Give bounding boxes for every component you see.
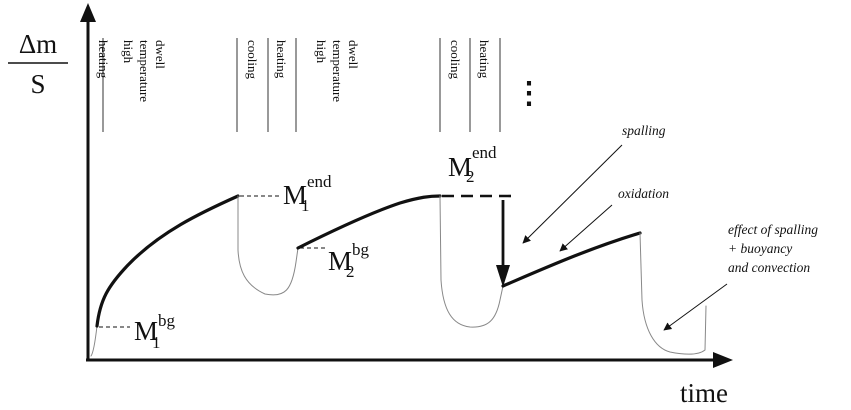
axes — [80, 3, 733, 368]
phase-label-cooling-2: cooling — [448, 40, 463, 79]
oxidation-pointer — [559, 204, 613, 252]
phase-label-heating-3: heating — [477, 40, 492, 79]
y-axis-arrowhead — [80, 3, 96, 22]
ellipsis-vertical: ⋮ — [514, 77, 544, 110]
effect-pointer — [663, 283, 728, 331]
phase-label-dwell-1: high temperature dwell — [121, 40, 168, 105]
reference-lines — [99, 194, 518, 328]
curve-dwell-1 — [95, 194, 240, 328]
curve-heating-1 — [90, 325, 98, 357]
y-axis-label: Δm S — [8, 29, 68, 99]
spalling-drop-arrow — [496, 200, 510, 287]
curve-cooling-3 — [639, 232, 707, 355]
x-axis-arrowhead — [713, 352, 733, 368]
annotations: spalling oxidation effect of spalling + … — [522, 123, 821, 331]
spalling-pointer — [522, 144, 623, 244]
annotation-oxidation: oxidation — [618, 186, 669, 201]
phase-label-cooling-1: cooling — [245, 40, 260, 79]
phase-label-dwell-2: high temperature dwell — [314, 40, 361, 105]
annotation-effect: effect of spalling + buoyancy and convec… — [728, 222, 821, 275]
curve-cooling-heating-2 — [439, 195, 504, 328]
x-axis-label: time — [680, 378, 728, 408]
phase-separators — [102, 38, 501, 132]
curve-dwell-2 — [296, 194, 442, 250]
y-label-denominator: S — [30, 69, 45, 99]
annotation-spalling: spalling — [622, 123, 666, 138]
curve-cooling-heating-1 — [237, 195, 299, 296]
y-label-numerator: Δm — [19, 29, 57, 59]
mass-curves — [90, 194, 707, 357]
curve-dwell-3 — [501, 231, 642, 288]
phase-label-heating-1: heating — [96, 40, 111, 79]
phase-label-heating-2: heating — [274, 40, 289, 79]
phase-labels: heating high temperature dwell cooling h… — [96, 40, 544, 110]
